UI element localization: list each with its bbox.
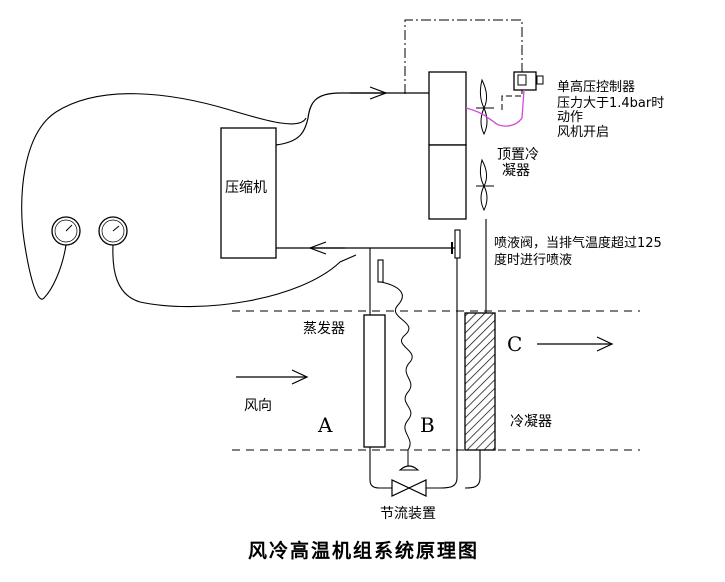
top-condenser-lower bbox=[428, 144, 467, 220]
spray-valve-label-1: 喷液阀，当排气温度超过125 bbox=[494, 235, 662, 251]
bottom-loop-pipe bbox=[369, 447, 481, 489]
top-condenser-label-2: 凝器 bbox=[502, 163, 530, 179]
evaporator-label: 蒸发器 bbox=[303, 321, 345, 337]
zone-b-label: B bbox=[420, 413, 435, 437]
controller-label-3: 动作 bbox=[557, 110, 583, 125]
gauge-capillary-loop bbox=[21, 93, 307, 300]
spray-valve-label-2: 度时进行喷液 bbox=[494, 252, 572, 268]
controller-to-fan-line bbox=[501, 88, 523, 110]
suction-gauge-tube bbox=[112, 244, 357, 308]
expansion-capillary bbox=[380, 281, 413, 470]
pressure-controller-icon bbox=[513, 71, 544, 91]
zone-c-label: C bbox=[507, 332, 522, 356]
condenser bbox=[464, 312, 496, 451]
zone-a-label: A bbox=[317, 413, 333, 437]
top-fan-2-icon bbox=[476, 158, 494, 212]
controller-label-1: 单高压控制器 bbox=[557, 79, 635, 95]
spray-valve bbox=[451, 229, 461, 259]
controller-label-4: 风机开启 bbox=[557, 125, 609, 140]
compressor-label: 压缩机 bbox=[225, 180, 267, 196]
condenser-label: 冷凝器 bbox=[510, 414, 552, 430]
top-condenser-label-1: 顶置冷 bbox=[497, 147, 539, 163]
wind-direction-label: 风向 bbox=[244, 398, 272, 414]
top-condenser-upper bbox=[428, 71, 467, 146]
controller-pink-capillary bbox=[465, 89, 525, 127]
throttle-valve bbox=[391, 465, 427, 497]
wind-direction-arrow bbox=[236, 369, 309, 385]
controller-label-2: 压力大于1.4bar时 bbox=[557, 96, 664, 111]
pressure-gauge-right bbox=[98, 216, 128, 246]
discharge-line bbox=[275, 92, 429, 146]
compressor bbox=[220, 127, 277, 259]
pressure-gauge-left bbox=[51, 216, 81, 246]
evaporator bbox=[363, 314, 386, 448]
sensing-bulb bbox=[377, 259, 384, 283]
control-signal-line bbox=[404, 19, 523, 94]
diagram-title: 风冷高温机组系统原理图 bbox=[248, 539, 479, 562]
outlet-arrow bbox=[537, 336, 614, 352]
top-fan-1-icon bbox=[476, 78, 494, 136]
throttle-label: 节流装置 bbox=[380, 506, 436, 522]
